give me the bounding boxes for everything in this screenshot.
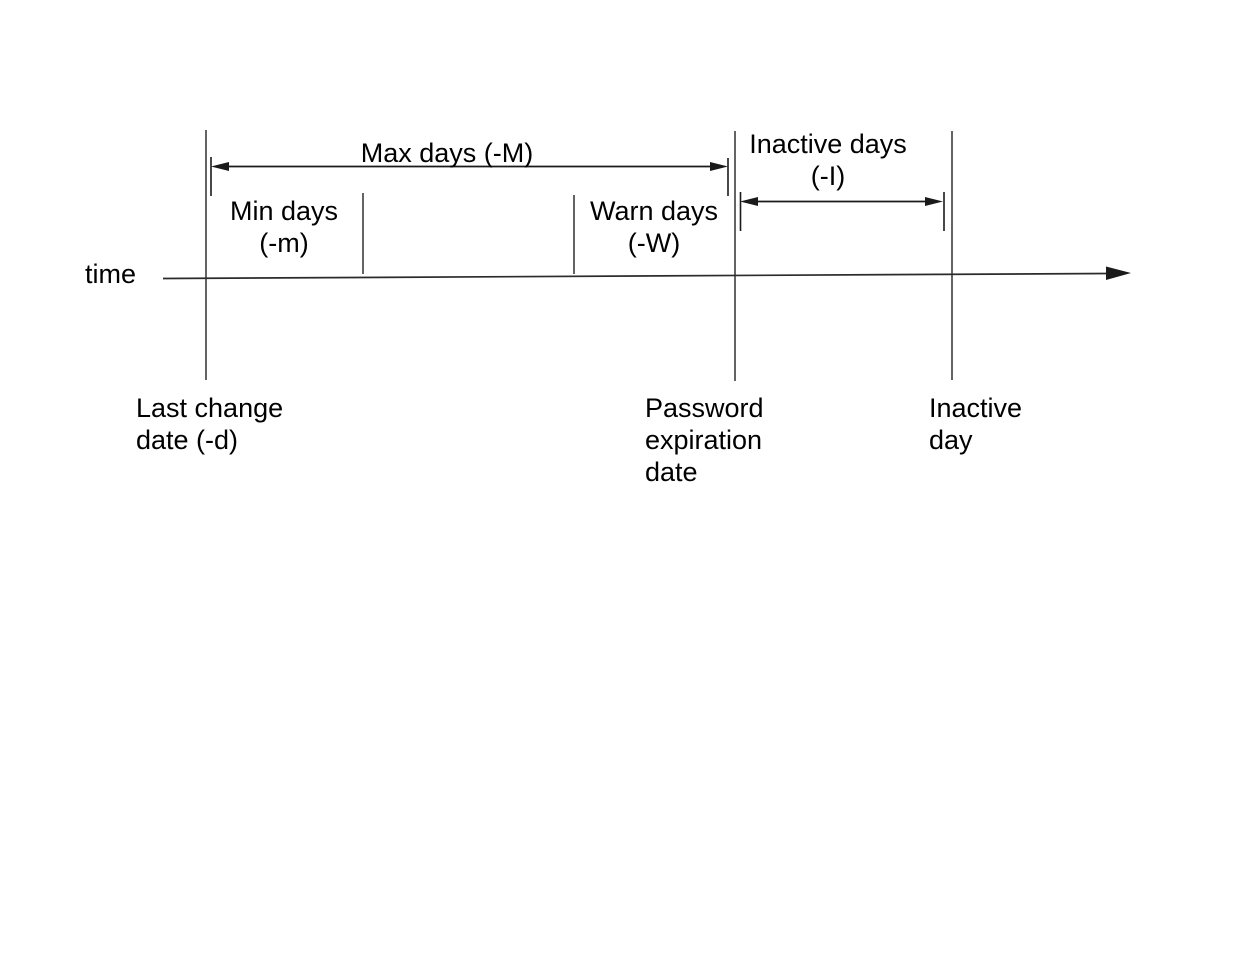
inactive-days-right-arrowhead-icon (925, 197, 943, 206)
inactive-day-label-line1: Inactive (929, 393, 1023, 423)
max-days-right-arrowhead-icon (710, 162, 728, 171)
time-axis-line (162, 272, 1109, 280)
password-expiration-label-line1: Password (645, 393, 764, 423)
min-days-interval-label: Min days (-m) (230, 195, 338, 259)
inactive-days-label-line1: Inactive days (749, 129, 907, 159)
password-expiration-date-label: Password expiration date (645, 392, 764, 488)
warn-days-label-line1: Warn days (589, 196, 719, 226)
password-expiration-label-line3: date (645, 457, 698, 487)
time-axis-label: time (85, 259, 137, 289)
last-change-label-line1: Last change (136, 393, 284, 423)
warn-days-interval-label: Warn days (-W) (590, 195, 718, 259)
inactive-day-label: Inactive day (929, 392, 1022, 456)
last-change-date-label: Last change date (-d) (136, 392, 283, 456)
min-days-label-line1: Min days (229, 196, 339, 226)
last-change-label-line2: date (-d) (136, 425, 239, 455)
max-days-interval-label: Max days (-M) (360, 138, 534, 168)
warn-days-label-line2: (-W) (627, 228, 681, 258)
max-days-left-arrowhead-icon (211, 162, 229, 171)
inactive-day-label-line2: day (929, 425, 973, 455)
inactive-days-interval-label: Inactive days (-I) (749, 128, 907, 192)
inactive-days-label-line2: (-I) (810, 161, 846, 191)
password-expiration-label-line2: expiration (645, 425, 763, 455)
inactive-days-left-arrowhead-icon (740, 197, 758, 206)
min-days-label-line2: (-m) (259, 228, 309, 258)
time-axis-arrowhead-icon (1106, 266, 1131, 280)
